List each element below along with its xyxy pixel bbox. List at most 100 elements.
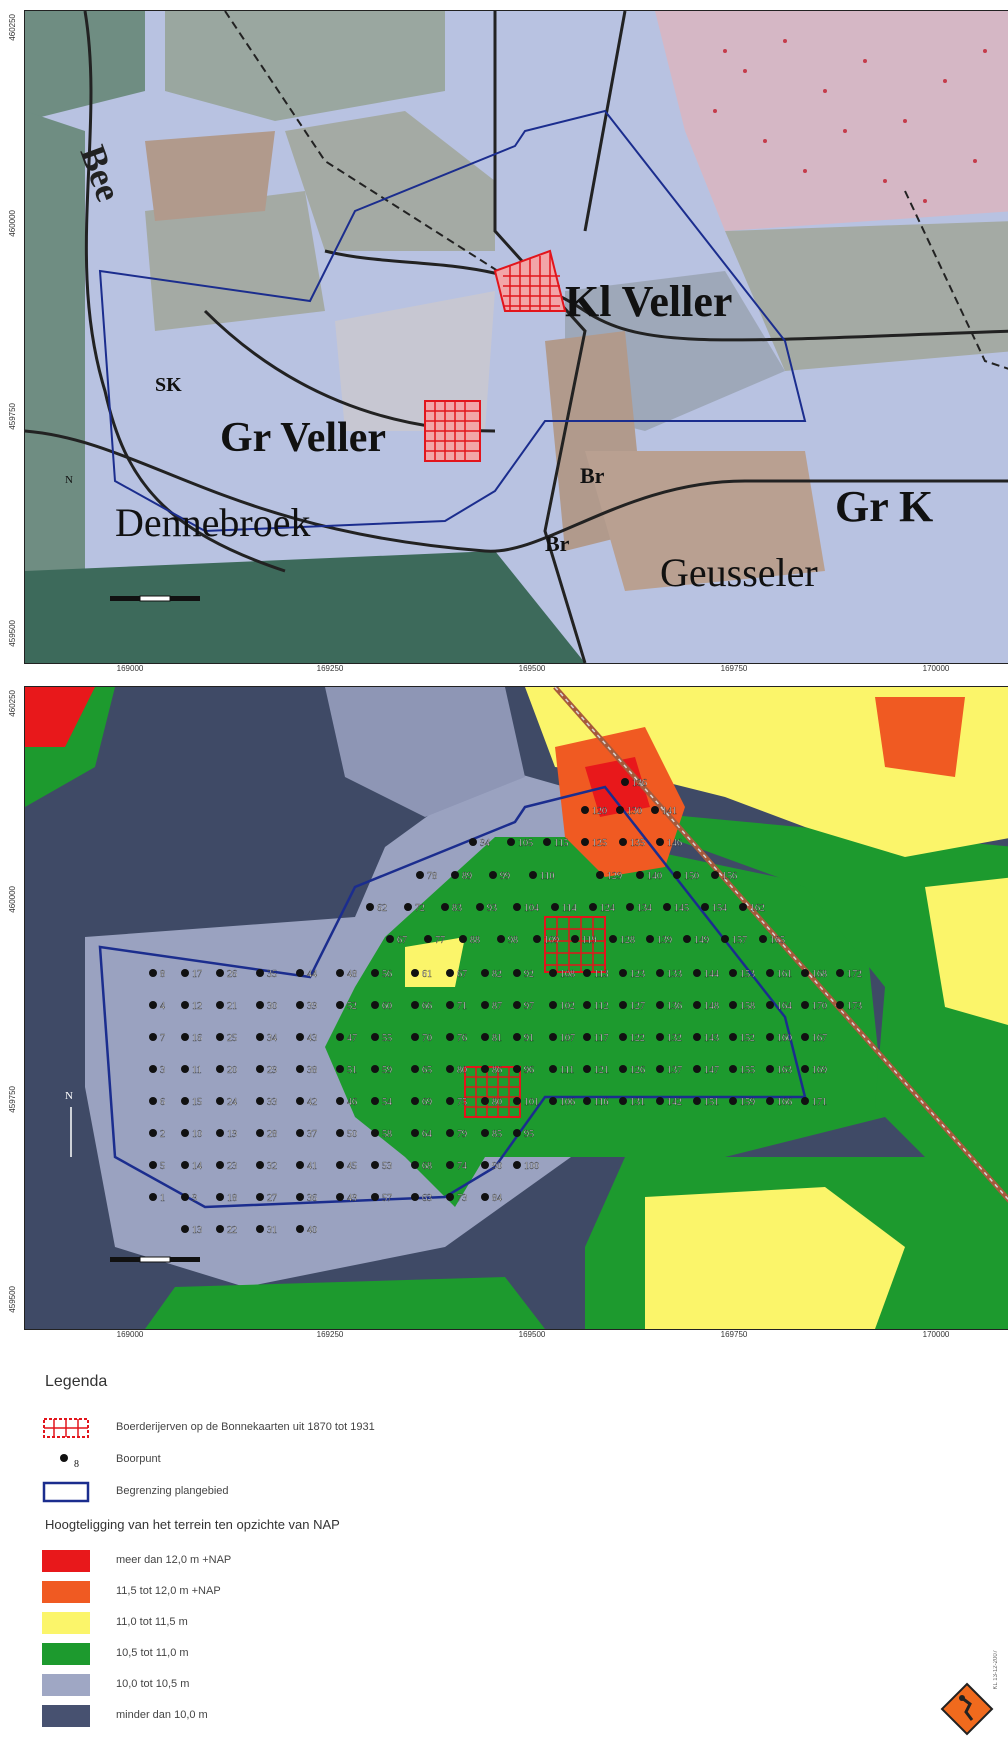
boring-point: 65 xyxy=(411,1065,432,1076)
boring-point: 153 xyxy=(729,969,755,980)
boring-point: 170 xyxy=(801,1001,827,1012)
boring-number: 89 xyxy=(462,871,472,882)
boring-point: 60 xyxy=(371,1001,392,1012)
boring-number: 29 xyxy=(267,1065,277,1076)
boring-number: 81 xyxy=(492,1033,502,1044)
boring-number: 150 xyxy=(684,871,699,882)
legend-label: Begrenzing plangebied xyxy=(116,1485,229,1497)
boring-point: 106 xyxy=(549,1097,575,1108)
boring-point: 34 xyxy=(256,1033,277,1044)
boring-point: 35 xyxy=(256,969,277,980)
boring-number: 57 xyxy=(382,1193,392,1204)
y-tick: 460250 xyxy=(8,14,17,41)
boring-number: 11 xyxy=(192,1065,202,1076)
boring-point: 154 xyxy=(701,903,727,914)
boundary-icon xyxy=(42,1481,90,1503)
legend-item-farmyard: Boerderijerven op de Bonnekaarten uit 18… xyxy=(42,1417,742,1443)
boring-number: 107 xyxy=(560,1033,575,1044)
boring-point: 141 xyxy=(651,806,677,817)
boring-number: 108 xyxy=(560,969,575,980)
boring-point: 127 xyxy=(619,1001,645,1012)
boring-number: 126 xyxy=(630,1065,645,1076)
boring-number: 78 xyxy=(427,871,437,882)
boring-number: 139 xyxy=(657,935,672,946)
boring-point: 115 xyxy=(543,838,569,849)
historic-map-frame: Bee Kl Veller SK Gr Veller Br Br Gr K De… xyxy=(24,10,1008,664)
x-tick: 169750 xyxy=(720,1330,748,1339)
field xyxy=(25,11,145,121)
boring-point: 5 xyxy=(149,1161,165,1172)
boring-point: 62 xyxy=(366,903,387,914)
boring-number: 23 xyxy=(227,1161,237,1172)
boring-number: 6 xyxy=(160,1097,165,1108)
x-tick: 169000 xyxy=(116,1330,144,1339)
boring-number: 98 xyxy=(508,935,518,946)
y-tick: 459500 xyxy=(8,620,17,647)
boring-number: 84 xyxy=(492,1193,502,1204)
boring-point: 2 xyxy=(149,1129,165,1140)
boring-number: 91 xyxy=(524,1033,534,1044)
boring-point: 110 xyxy=(529,871,555,882)
elevation-swatch xyxy=(42,1705,90,1727)
boring-point: 36 xyxy=(296,1193,317,1204)
boring-point: 94 xyxy=(469,838,490,849)
boring-point: 83 xyxy=(441,903,462,914)
boring-number: 43 xyxy=(307,1033,317,1044)
boring-point: 78 xyxy=(416,871,437,882)
boring-number: 75 xyxy=(457,1097,467,1108)
boring-point: 100 xyxy=(513,1161,539,1172)
boring-number: 37 xyxy=(307,1129,317,1140)
boring-point: 95 xyxy=(513,1129,534,1140)
boring-point: 68 xyxy=(411,1161,432,1172)
x-tick: 169500 xyxy=(518,664,546,673)
zone-10-0 xyxy=(325,687,525,817)
boring-point: 129 xyxy=(596,871,622,882)
boring-number: 70 xyxy=(422,1033,432,1044)
boring-point: 16 xyxy=(181,1033,202,1044)
boring-point: 122 xyxy=(619,1033,645,1044)
boring-point: 148 xyxy=(693,1001,719,1012)
legend-label: 10,0 tot 10,5 m xyxy=(116,1678,190,1690)
boring-number: 142 xyxy=(667,1097,682,1108)
boring-number: 102 xyxy=(560,1001,575,1012)
boring-point: 39 xyxy=(296,1001,317,1012)
boring-point: 111 xyxy=(549,1065,574,1076)
boring-number: 157 xyxy=(732,935,747,946)
boring-number: 110 xyxy=(540,871,555,882)
boring-number: 12 xyxy=(192,1001,202,1012)
elevation-swatch xyxy=(42,1612,90,1634)
boring-number: 62 xyxy=(377,903,387,914)
boring-number: 124 xyxy=(600,903,615,914)
railway xyxy=(224,11,1008,370)
boring-number: 172 xyxy=(847,969,862,980)
boring-number: 168 xyxy=(812,969,827,980)
boring-number: 129 xyxy=(607,871,622,882)
boring-number: 141 xyxy=(662,806,677,817)
boring-point: 98 xyxy=(497,935,518,946)
historic-map-svg: Bee Kl Veller SK Gr Veller Br Br Gr K De… xyxy=(25,11,1008,663)
boring-number: 136 xyxy=(632,778,647,789)
legend-label: minder dan 10,0 m xyxy=(116,1709,208,1721)
boring-number: 109 xyxy=(544,935,559,946)
company-logo-icon xyxy=(940,1682,994,1736)
boring-number: 163 xyxy=(777,1065,792,1076)
boring-point: 74 xyxy=(446,1161,467,1172)
boring-point: 41 xyxy=(296,1161,317,1172)
y-tick: 459750 xyxy=(8,1086,17,1113)
field xyxy=(25,111,85,571)
elevation-swatch xyxy=(42,1674,90,1696)
boring-number: 80 xyxy=(457,1065,467,1076)
boring-number: 38 xyxy=(307,1065,317,1076)
x-tick: 169000 xyxy=(116,664,144,673)
x-tick: 169500 xyxy=(518,1330,546,1339)
boring-number: 1 xyxy=(160,1193,165,1204)
legend-subtitle: Hoogteligging van het terrein ten opzich… xyxy=(45,1517,340,1532)
boring-number: 158 xyxy=(740,1001,755,1012)
boring-point: 69 xyxy=(411,1097,432,1108)
boring-number: 143 xyxy=(704,1033,719,1044)
boring-point: 75 xyxy=(446,1097,467,1108)
boring-number: 106 xyxy=(560,1097,575,1108)
boring-point: 113 xyxy=(583,969,609,980)
boring-point: 161 xyxy=(766,969,792,980)
boring-number: 7 xyxy=(160,1033,165,1044)
